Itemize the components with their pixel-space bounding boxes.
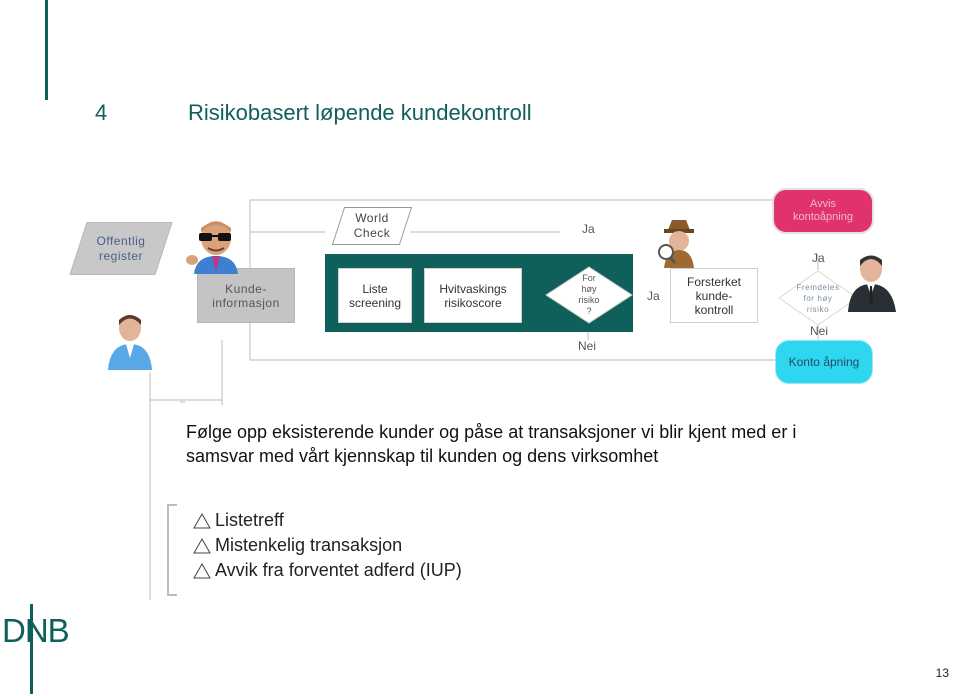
triangle-bullet-icon: [193, 537, 211, 553]
avvis-kontoapning-node: Avvis kontoåpning: [772, 188, 874, 234]
bullet-bracket: [167, 504, 177, 596]
label-ja-right: Ja: [812, 251, 825, 265]
main-description: Følge opp eksisterende kunder og påse at…: [186, 422, 797, 466]
risikoscore-node: Hvitvaskings risikoscore: [424, 268, 522, 323]
kundeinformasjon-node: Kunde-informasjon: [197, 268, 295, 323]
triangle-bullet-icon: [193, 512, 211, 528]
brand-vertical-line: [45, 0, 48, 100]
decision-for-hoy-risiko: For høy risiko ?: [545, 266, 633, 324]
businessman-icon: [848, 255, 896, 312]
person-icon: [108, 315, 152, 370]
diamond-shape: [545, 266, 633, 324]
label-nei-right: Nei: [810, 324, 829, 338]
list-item: Avvik fra forventet adferd (IUP): [193, 558, 462, 583]
diamond-shape-2: [778, 270, 858, 326]
logo-vertical-line: [30, 604, 33, 694]
triangle-bullet-icon: [193, 562, 211, 578]
label-ja-top: Ja: [582, 222, 595, 236]
label-nei-bottom: Nei: [578, 339, 597, 353]
person-with-sunglasses-icon: [186, 221, 238, 274]
list-item: Listetreff: [193, 508, 462, 533]
dnb-logo: DNB: [2, 612, 70, 649]
offentlig-register-node: Offentlig register: [69, 222, 173, 275]
page-title: Risikobasert løpende kundekontroll: [188, 100, 532, 125]
forsterket-kundekontroll-node: Forsterket kunde-kontroll: [670, 268, 758, 323]
konto-apning-node: Konto åpning: [775, 340, 873, 384]
bullet-list: Listetreff Mistenkelig transaksjon Avvik…: [193, 508, 462, 583]
liste-screening-node: Liste screening: [338, 268, 412, 323]
detective-with-magnifier-icon: [658, 220, 694, 268]
section-number: 4: [95, 100, 108, 125]
page-number: 13: [935, 666, 949, 680]
list-item: Mistenkelig transaksjon: [193, 533, 462, 558]
world-check-node: World Check: [331, 207, 413, 245]
decision-fremdeles-hoy-risiko: Fremdeles for høy risiko: [778, 270, 858, 326]
label-ja-mid: Ja: [647, 289, 660, 303]
